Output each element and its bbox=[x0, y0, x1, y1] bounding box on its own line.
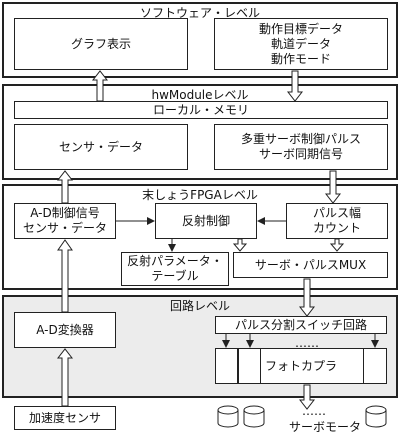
arrow-reflex-to-mux bbox=[232, 238, 248, 252]
graph-display-box: グラフ表示 bbox=[14, 18, 188, 70]
arrow-adc-to-adcontrol bbox=[57, 239, 73, 313]
servo-motor-label: サーボモータ bbox=[289, 420, 362, 434]
arrow-servo-to-pulsewidth bbox=[324, 170, 342, 204]
hwmodule-layer: hwModuleレベル bbox=[2, 84, 398, 180]
fpga-layer-title: 末しょうFPGAレベル bbox=[142, 188, 258, 202]
arrow-mux-to-split bbox=[298, 278, 316, 317]
software-layer-title: ソフトウェア・レベル bbox=[139, 6, 260, 20]
circuit-layer-title: 回路レベル bbox=[169, 299, 230, 313]
servo-pulse-box: 多重サーボ制御パルス サーボ同期信号 bbox=[214, 124, 388, 170]
sensor-data-box: センサ・データ bbox=[14, 124, 188, 170]
ad-converter-box: A-D変換器 bbox=[14, 312, 116, 348]
accel-sensor-box: 加速度センサ bbox=[14, 406, 116, 430]
circuit-dots: …… bbox=[295, 336, 319, 350]
pulse-split-box: パルス分割スイッチ回路 bbox=[215, 316, 387, 334]
servo-motor-icons bbox=[217, 405, 387, 428]
servo-motor-icon-3 bbox=[365, 405, 387, 428]
servo-mux-box: サーボ・パルスMUX bbox=[233, 252, 388, 278]
servo-motor-icon-2 bbox=[243, 405, 265, 428]
photocoupler-cell-3 bbox=[363, 348, 387, 384]
target-data-box: 動作目標データ 軌道データ 動作モード bbox=[214, 18, 388, 70]
arrow-targets-to-memory bbox=[286, 70, 304, 102]
arrow-accel-to-adc bbox=[56, 348, 74, 407]
servo-motor-icon-1 bbox=[217, 405, 239, 428]
arrow-pw-to-mux bbox=[329, 238, 345, 252]
hwmodule-layer-title: hwModuleレベル bbox=[151, 88, 249, 102]
photocoupler-cell-1 bbox=[215, 348, 238, 384]
ad-control-box: A-D制御信号 センサ・データ bbox=[14, 203, 116, 239]
reflex-control-box: 反射制御 bbox=[155, 203, 257, 239]
arrow-ad-to-sensor bbox=[56, 170, 74, 204]
local-memory-box: ローカル・メモリ bbox=[14, 101, 388, 119]
photocoupler-cell-2 bbox=[238, 348, 261, 384]
fpga-layer: 末しょうFPGAレベル bbox=[2, 184, 398, 290]
pulse-width-box: パルス幅 カウント bbox=[286, 203, 388, 239]
arrow-sensor-to-graph bbox=[91, 70, 109, 102]
software-layer: ソフトウェア・レベル bbox=[2, 2, 398, 78]
reflex-table-box: 反射パラメータ・ テーブル bbox=[121, 252, 229, 286]
arrow-photo-to-motor bbox=[298, 384, 316, 410]
